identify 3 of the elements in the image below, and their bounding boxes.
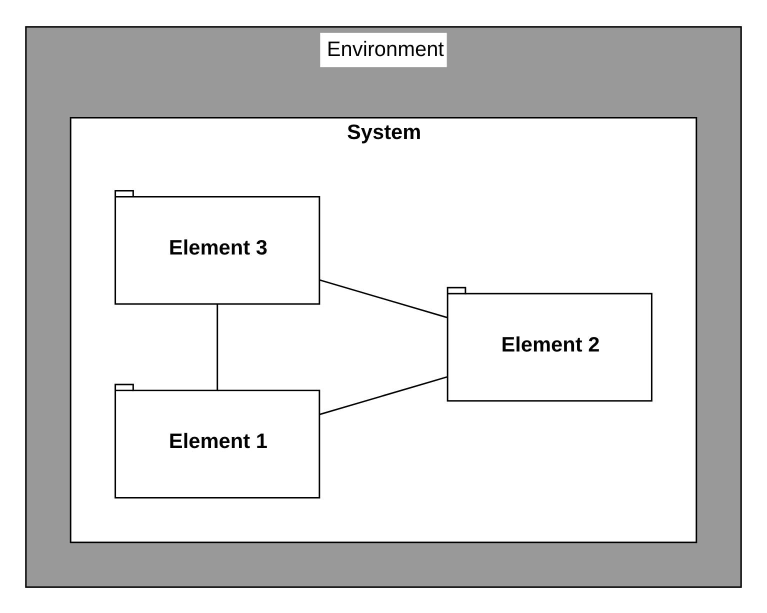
connector xyxy=(319,278,448,318)
connector xyxy=(216,304,218,390)
connector xyxy=(319,376,448,415)
